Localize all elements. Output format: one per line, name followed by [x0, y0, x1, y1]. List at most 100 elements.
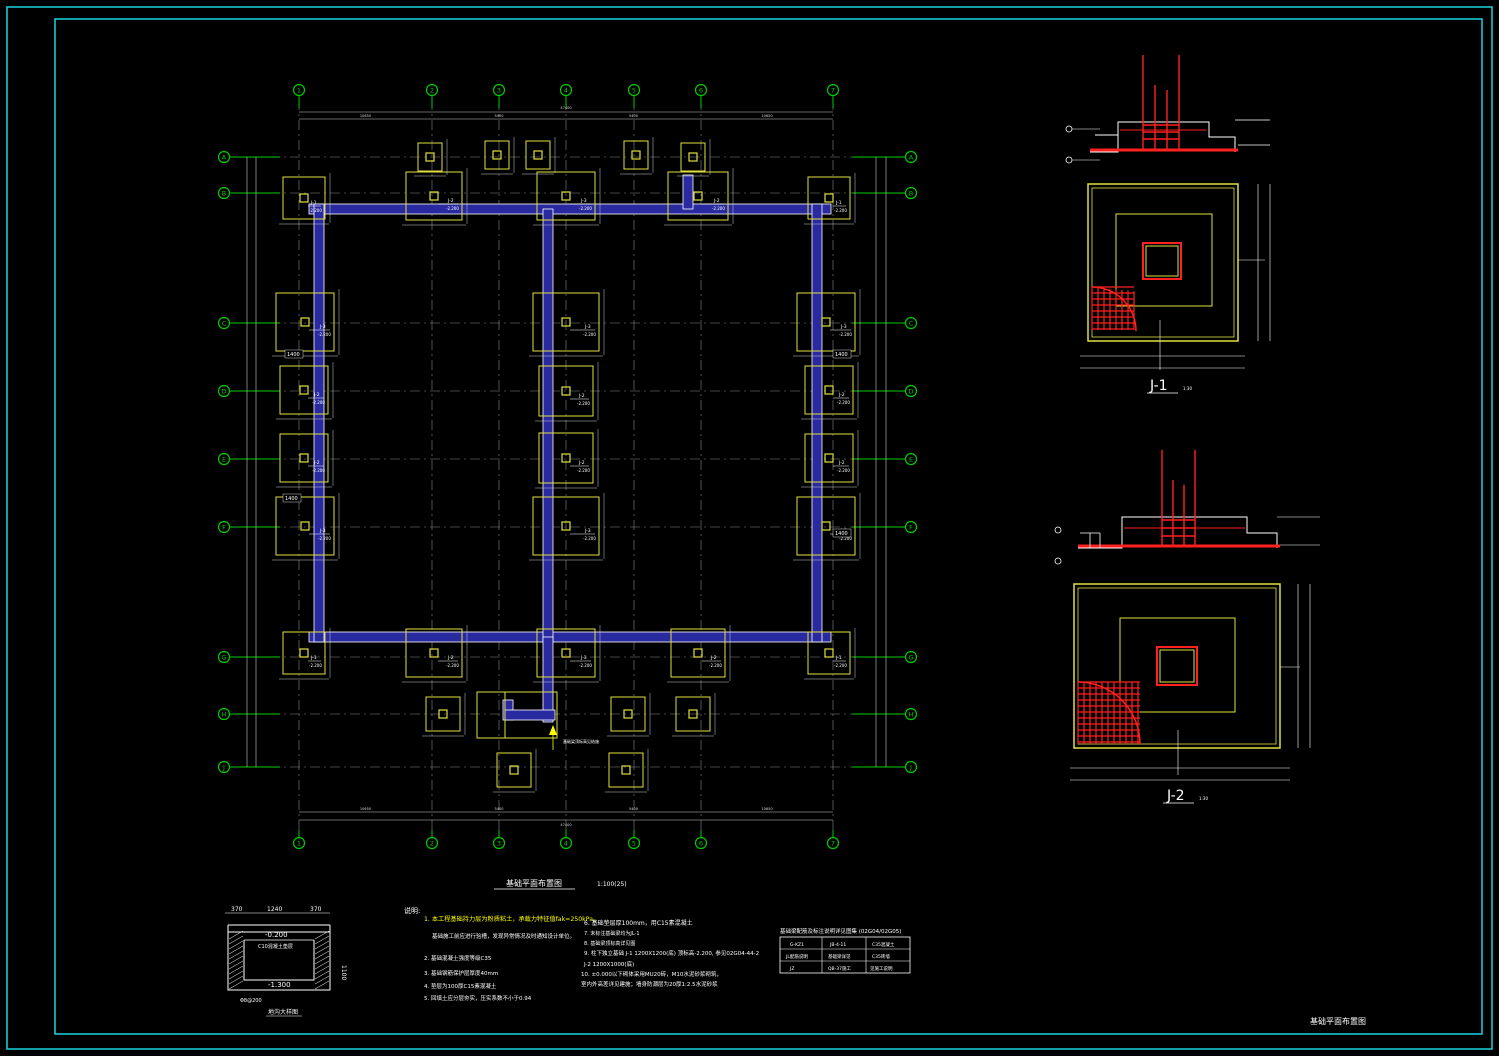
footing-g2-tag: J-2: [447, 655, 454, 661]
axis-bubble-left-A: [217, 150, 231, 164]
axis-bubble-left-F-label: F: [222, 524, 226, 532]
j1-label: J-1: [1149, 378, 1168, 394]
table-r2c2: 基础梁详见: [828, 953, 851, 960]
footing-c7-tag: J-3: [840, 324, 847, 330]
axis-bubble-left-J-label: J: [222, 764, 225, 772]
axis-bubble-bottom-3: [492, 836, 506, 850]
table-title: 基础梁配筋及标注说明详见图集 (02G04/02G05): [780, 927, 901, 935]
axis-bubble-bottom-2: [425, 836, 439, 850]
trench-hatch-right: [314, 940, 330, 950]
footing-b2: J-2-2.200: [402, 168, 468, 226]
axis-bubble-right-B-label: B: [909, 190, 913, 198]
footing-b1: J-1-2.200: [279, 173, 331, 225]
axis-bubble-top-2: [425, 83, 439, 97]
footing-b7-elev: -2.200: [834, 208, 847, 213]
table-r1c3: C35混凝土: [872, 941, 895, 948]
axis-bubble-right-C-label: C: [909, 320, 914, 328]
axis-bubble-right-F: [904, 520, 918, 534]
footing-b1-tag: J-1: [310, 200, 317, 206]
trench-hatch-left: [228, 965, 244, 975]
footing-b6: J-2-2.200: [664, 168, 734, 226]
trench-height: 1100: [340, 965, 347, 980]
trench-hatch-left: [228, 935, 244, 945]
dim-top-3: 10650: [761, 114, 772, 118]
tag-1400-box-0: [284, 349, 304, 359]
footing-f1-elev: -2.200: [318, 536, 331, 541]
tag-1400-1: 1400: [285, 496, 298, 502]
table-r1c1: G-KZ1: [790, 942, 804, 948]
axis-bubble-top-1-label: 1: [297, 87, 301, 95]
axis-bubble-right-H-label: H: [909, 711, 914, 719]
trench-hatch-left: [228, 930, 244, 940]
trench-dim-right: 370: [310, 906, 322, 913]
beam-entry: [504, 709, 556, 721]
trench-bottom: -1.300: [268, 981, 291, 989]
note-2-3: 8. 基础梁顶标高详见图: [584, 940, 635, 947]
axis-bubble-right-J: [904, 760, 918, 774]
footing-g1-elev: -2.200: [309, 663, 322, 668]
trench-dim-mid: 1240: [267, 906, 282, 913]
dim-top-0: 10650: [360, 114, 371, 118]
footing-entry-right: [504, 691, 558, 739]
trench-hatch-right: [314, 970, 330, 980]
note-1-5: 4. 垫层为100厚C15素混凝土: [424, 982, 497, 990]
axis-bubble-left-H: [217, 707, 231, 721]
table-r3c1: JZ: [789, 966, 794, 972]
trench-hatch-left: [228, 970, 244, 980]
axis-bubble-top-4: [559, 83, 573, 97]
trench-hatch-left: [228, 980, 244, 990]
trench-hatch-right: [314, 930, 330, 940]
trench-hatch-left: [228, 955, 244, 965]
axis-bubble-top-5: [627, 83, 641, 97]
trench-hatch-right: [314, 965, 330, 975]
table-r2c3: C35砖墙: [872, 953, 890, 960]
axis-bubble-top-3-label: 3: [497, 87, 501, 95]
note-1-3: 2. 基础混凝土强度等级C35: [424, 954, 492, 962]
footing-d7-elev: -2.200: [837, 400, 850, 405]
axis-bubble-right-C: [904, 316, 918, 330]
dim-top-2: 5400: [629, 114, 638, 118]
footing-a4: [522, 137, 556, 175]
axis-bubble-right-E-label: E: [909, 456, 913, 464]
axis-bubble-bottom-5-label: 5: [632, 840, 636, 848]
footing-g2: J-2 -2.200: [402, 625, 468, 683]
dim-bot-0: 10650: [360, 807, 371, 811]
trench-hatch-right: [314, 975, 330, 985]
trench-hatch-left: [228, 950, 244, 960]
beam-stub: [542, 636, 554, 723]
axis-bubble-bottom-1-label: 1: [297, 840, 301, 848]
footing-c1: J-3-2.200: [272, 289, 340, 357]
dim-bot-2: 5400: [629, 807, 638, 811]
footing-f7-elev: -2.200: [839, 536, 852, 541]
beam-top: [308, 203, 832, 215]
footing-c4-elev: -2.200: [583, 332, 596, 337]
axis-bubble-left-B: [217, 186, 231, 200]
table-r1c2: JB-4-11: [829, 942, 846, 948]
footing-g4-elev: -2.200: [579, 663, 592, 668]
dim-bot-3: 10650: [761, 807, 772, 811]
tag-1400-0: 1400: [287, 352, 300, 358]
footing-c1-tag: J-3: [319, 324, 326, 330]
j1-plan: [1080, 183, 1271, 370]
axis-bubble-right-D-label: D: [908, 388, 913, 396]
axis-bubble-bottom-6: [694, 836, 708, 850]
beam-middle: [542, 208, 554, 643]
axis-bubble-left-J: [217, 760, 231, 774]
entry-arrow: [549, 725, 557, 735]
footing-g7-tag: J-1: [835, 655, 842, 661]
trench-hatch-right: [314, 950, 330, 960]
axis-bubble-bottom-2-label: 2: [430, 840, 434, 848]
footing-g7-elev: -2.200: [834, 663, 847, 668]
footing-g2-elev: -2.200: [446, 663, 459, 668]
trench-hatch-left: [228, 960, 244, 970]
trench-hatch-right: [314, 935, 330, 945]
axis-bubble-top-5-label: 5: [632, 87, 636, 95]
table-r3c3: 见施工说明: [870, 965, 893, 972]
sheet-title: 基础平面布置图: [1310, 1016, 1366, 1026]
trench-label: 地沟大样图: [268, 1008, 298, 1016]
beam-left: [313, 203, 325, 643]
trench-detail: 370 1240 370 -0.200 C10混凝土垫层 -1.300 1100…: [225, 906, 347, 1017]
trench-hatch-right: [314, 960, 330, 970]
footing-d7-tag: J-2: [838, 392, 845, 398]
footing-d4-elev: -2.200: [577, 401, 590, 406]
